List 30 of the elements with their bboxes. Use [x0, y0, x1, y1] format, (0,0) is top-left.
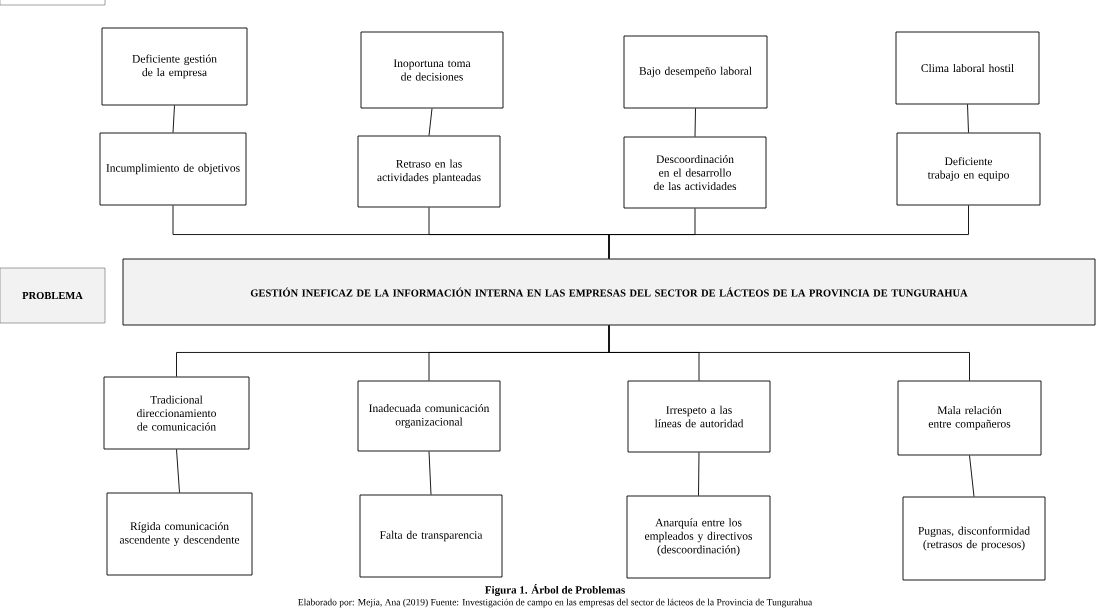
connector-line [694, 108, 696, 137]
tree-box: Deficiente gestión de la empresa [101, 27, 248, 106]
tree-box: Falta de transparencia [359, 494, 503, 578]
tree-box: Retraso en las actividades planteadas [357, 135, 501, 208]
connector-line [176, 449, 180, 493]
connector-line [969, 455, 975, 497]
figure-caption: Figura 1. Árbol de Problemas [485, 584, 625, 596]
connector-line [428, 108, 433, 136]
connector-line [428, 451, 432, 495]
tree-box: Inoportuna toma de decisiones [360, 31, 504, 109]
tree-box: Pugnas, disconformidad (retrasos de procesos) [902, 496, 1046, 581]
connector-line [967, 104, 969, 133]
tree-box: Clima laboral hostil [895, 31, 1040, 105]
tree-box: Mala relación entre compañeros [897, 380, 1042, 456]
tree-box: Deficiente trabajo en equipo [896, 132, 1041, 206]
side-label-box: PROBLEMA [0, 267, 106, 324]
tree-box: Incumplimiento de objetivos [99, 132, 247, 206]
tree-box: Anarquía entre los empleados y directivos (descoordinación) [626, 495, 771, 579]
connector-line [698, 452, 700, 496]
source-note: Elaborado por: Mejía, Ana (2019) Fuente: Investigación de campo en las empresas del sector de lácteos de la Provincia de Tungurahua [298, 598, 813, 608]
tree-box: Bajo desempeño laboral [623, 35, 768, 109]
tree-box: Inadecuada comunicación organizacional [357, 380, 501, 452]
tree-box: Irrespeto a las líneas de autoridad [627, 380, 771, 453]
connector-line [608, 325, 970, 381]
tree-box: Tradicional direccionamiento de comunicación [103, 376, 250, 450]
tree-box: Descoordinación en el desarrollo de las actividades [623, 136, 767, 209]
connector-line [608, 205, 969, 259]
tree-box: Rígida comunicación ascendente y descendente [106, 492, 253, 576]
connector-line [172, 105, 175, 133]
problem-box: GESTIÓN INEFICAZ DE LA INFORMACIÓN INTERNA EN LAS EMPRESAS DEL SECTOR DE LÁCTEOS DE LA PROVINCIA DE TUNGURAHUA [122, 258, 1096, 326]
